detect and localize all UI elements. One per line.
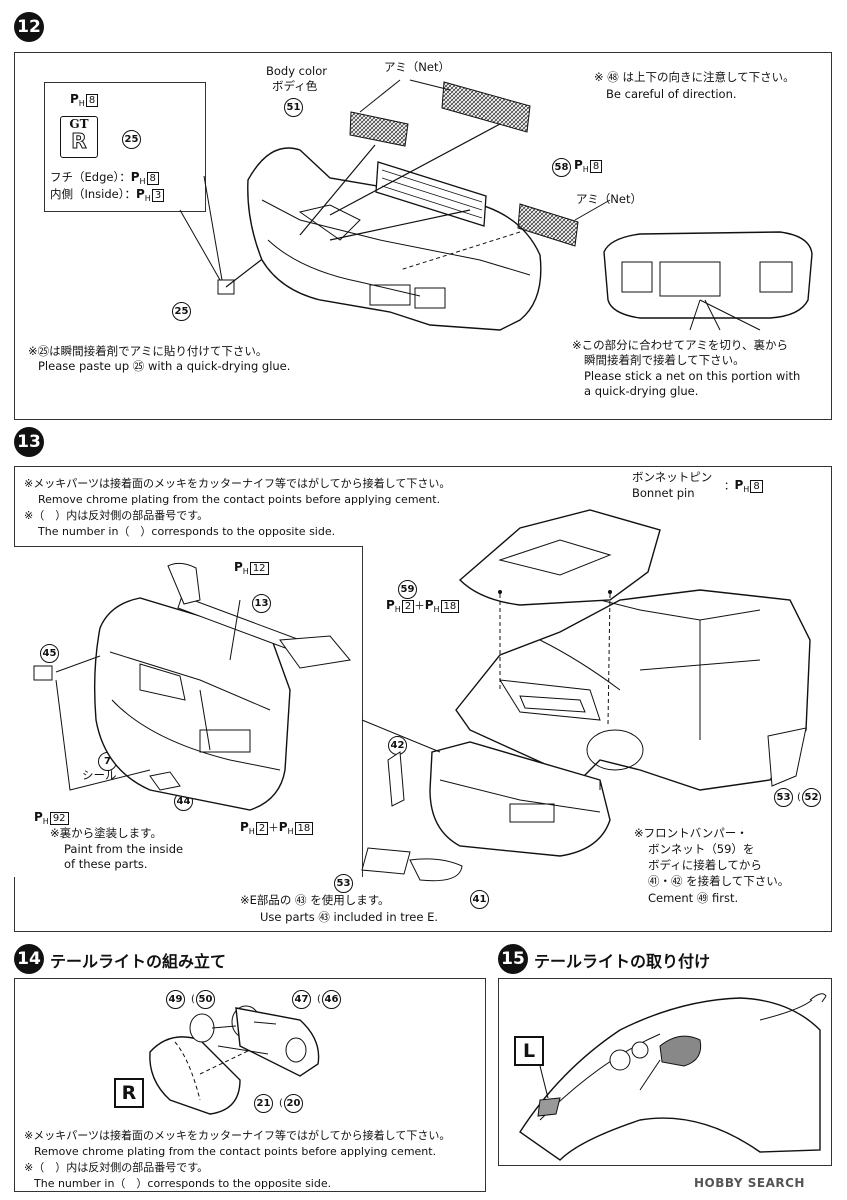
direction-note-en: Be careful of direction. bbox=[606, 87, 737, 101]
bonnet-pin-en: Bonnet pin bbox=[632, 486, 695, 500]
part-25-inset: 25 bbox=[122, 130, 141, 149]
part-49: 49 bbox=[166, 990, 185, 1009]
cut-note-jp2: 瞬間接着剤で接着して下さい。 bbox=[584, 353, 745, 367]
glue-note-jp: ※㉕は瞬間接着剤でアミに貼り付けて下さい。 bbox=[28, 344, 268, 358]
paint-inside-jp: ※裏から塗装します。 bbox=[50, 826, 162, 840]
body-color-jp: ボディ色 bbox=[272, 79, 318, 93]
part-44: 44 bbox=[174, 792, 193, 811]
front-note-jp1: ※フロントバンパー・ bbox=[634, 826, 748, 840]
r-side-label-14: R bbox=[114, 1078, 144, 1108]
part-53: 53 bbox=[774, 788, 793, 807]
cut-note-en1: Please stick a net on this portion with bbox=[584, 369, 801, 383]
part-21: 21 bbox=[254, 1094, 273, 1113]
l-side-label: L bbox=[514, 1036, 544, 1066]
chrome-note-en: Remove chrome plating from the contact p… bbox=[38, 493, 441, 506]
front-note-jp2: ボンネット（59）を bbox=[648, 842, 755, 856]
step14-opposite-en: The number in（ ）corresponds to the oppos… bbox=[34, 1177, 332, 1190]
step-13-badge: 13 bbox=[14, 427, 44, 457]
part-42: 42 bbox=[388, 736, 407, 755]
hobby-search-watermark: HOBBY SEARCH bbox=[694, 1176, 805, 1190]
part-41: 41 bbox=[470, 890, 489, 909]
bonnet-pin-jp: ボンネットピン bbox=[632, 470, 713, 484]
step-15-title: テールライトの取り付け bbox=[534, 952, 711, 971]
step14-chrome-en: Remove chrome plating from the contact p… bbox=[34, 1145, 437, 1158]
seal-label: シール bbox=[82, 768, 117, 782]
net-top-label: アミ（Net） bbox=[384, 60, 450, 74]
part-47: 47 bbox=[292, 990, 311, 1009]
part-59: 59 bbox=[398, 580, 417, 599]
step14-chrome-jp: ※メッキパーツは接着面のメッキをカッターナイフ等ではがしてから接着して下さい。 bbox=[24, 1129, 451, 1142]
paint-inside-en1: Paint from the inside bbox=[64, 842, 184, 856]
r-side-label-15: R bbox=[602, 1082, 632, 1112]
step14-opposite-jp: ※（ ）内は反対側の部品番号です。 bbox=[24, 1161, 209, 1174]
part-13: 13 bbox=[252, 594, 271, 613]
net-right-label: アミ（Net） bbox=[576, 192, 642, 206]
step-12-badge: 12 bbox=[14, 12, 44, 42]
part-46: 46 bbox=[317, 990, 341, 1009]
cut-note-en2: a quick-drying glue. bbox=[584, 384, 699, 398]
chrome-note-jp: ※メッキパーツは接着面のメッキをカッターナイフ等ではがしてから接着して下さい。 bbox=[24, 477, 451, 490]
part-53-front: 53 bbox=[334, 874, 353, 893]
e-parts-note-en: Use parts ㊸ included in tree E. bbox=[260, 910, 438, 924]
front-note-jp4: ㊶・㊷ を接着して下さい。 bbox=[648, 874, 790, 888]
body-color-en: Body color bbox=[266, 64, 328, 78]
part-25: 25 bbox=[172, 302, 191, 321]
step-15-badge: 15 bbox=[498, 944, 528, 974]
front-note-en: Cement ㊾ first. bbox=[648, 891, 739, 905]
step-14-badge: 14 bbox=[14, 944, 44, 974]
opposite-note-en: The number in（ ）corresponds to the oppos… bbox=[38, 525, 336, 538]
gt-text: GT bbox=[69, 117, 89, 131]
e-parts-note-jp: ※E部品の ㊸ を使用します。 bbox=[240, 893, 390, 907]
direction-note-jp: ※ ㊽ は上下の向きに注意して下さい。 bbox=[594, 70, 795, 84]
step-15-panel bbox=[498, 978, 832, 1166]
paint-inside-en2: of these parts. bbox=[64, 857, 148, 871]
part-51: 51 bbox=[284, 98, 303, 117]
part-20: 20 bbox=[279, 1094, 303, 1113]
part-45: 45 bbox=[40, 644, 59, 663]
cut-note-jp1: ※この部分に合わせてアミを切り、裏から bbox=[572, 338, 788, 352]
opposite-note-jp: ※（ ）内は反対側の部品番号です。 bbox=[24, 509, 209, 522]
gt-r-emblem: GT R bbox=[60, 116, 98, 158]
part-58: 58 bbox=[552, 158, 571, 177]
step-14-title: テールライトの組み立て bbox=[50, 952, 227, 971]
part-52: 52 bbox=[797, 788, 821, 807]
part-50: 50 bbox=[191, 990, 215, 1009]
r-text: R bbox=[71, 129, 87, 153]
glue-note-en: Please paste up ㉕ with a quick-drying gl… bbox=[38, 359, 291, 373]
front-note-jp3: ボディに接着してから bbox=[648, 858, 762, 872]
